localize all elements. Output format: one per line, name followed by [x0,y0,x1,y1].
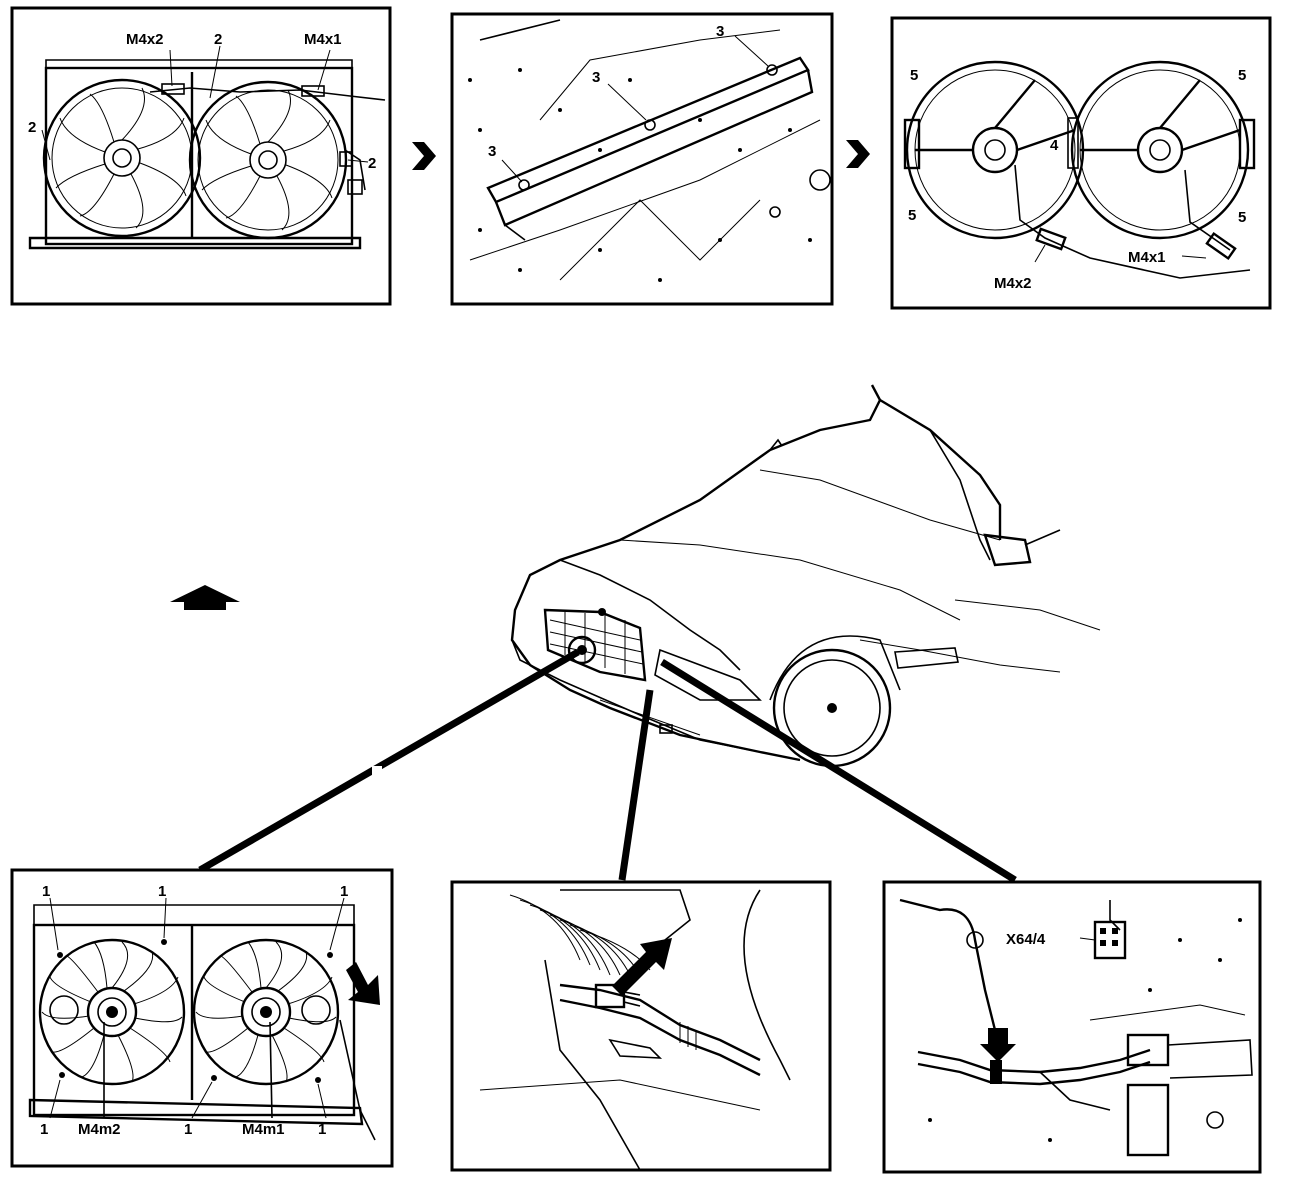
panel-frame [450,12,834,306]
callout-5-top-right: 5 [1238,67,1246,84]
callout-1-top-right: 1 [340,883,348,900]
callout-x64-4: X64/4 [1006,931,1046,948]
callout-1-bottom-left: 1 [40,1121,48,1138]
callout-5-bottom-left: 5 [908,207,916,224]
callout-2-right: 2 [368,155,376,172]
callout-m4m1: M4m1 [242,1121,285,1138]
panel-frame [882,880,1262,1174]
callout-5-bottom-right: 5 [1238,209,1246,226]
callout-1-top-middle: 1 [158,883,166,900]
panel-temperature-switch-bottom-middle [450,880,832,1172]
callout-m4x1: M4x1 [304,31,342,48]
leader-lines [198,648,1017,883]
panel-fan-motors-top-right: 5 5 4 5 5 M4x1 M4x2 [890,16,1272,310]
callout-2-left: 2 [28,119,36,136]
callout-1-top-left: 1 [42,883,50,900]
panel-cross-member-top-middle: 3 3 3 [450,12,834,306]
panel-frame [450,880,832,1172]
direction-arrow-icon [170,585,240,610]
arrow-right-icon [412,142,436,170]
callout-3-left: 3 [488,143,496,160]
callout-m4x2: M4x2 [126,31,164,48]
arrow-right-icon [846,140,870,168]
callout-4: 4 [1050,137,1059,154]
panel-fan-assembly-bottom-left: 1 1 1 1 1 1 M4m2 M4m1 [10,868,394,1168]
callout-2-top: 2 [214,31,222,48]
panel-connector-bottom-right: X64/4 [882,880,1262,1174]
callout-3-middle: 3 [592,69,600,86]
callout-1-bottom-right: 1 [318,1121,326,1138]
callout-5-top-left: 5 [910,67,918,84]
arrow-pointer-icon [612,938,672,996]
callout-1-bottom-middle: 1 [184,1121,192,1138]
callout-m4x1: M4x1 [1128,249,1166,266]
car-front-view [510,384,1101,768]
callout-3-right: 3 [716,23,724,40]
arrow-down-icon [980,1028,1016,1062]
panel-fan-shroud-top-left: M4x2 2 M4x1 2 2 [10,6,392,306]
callout-m4m2: M4m2 [78,1121,121,1138]
callout-m4x2: M4x2 [994,275,1032,292]
